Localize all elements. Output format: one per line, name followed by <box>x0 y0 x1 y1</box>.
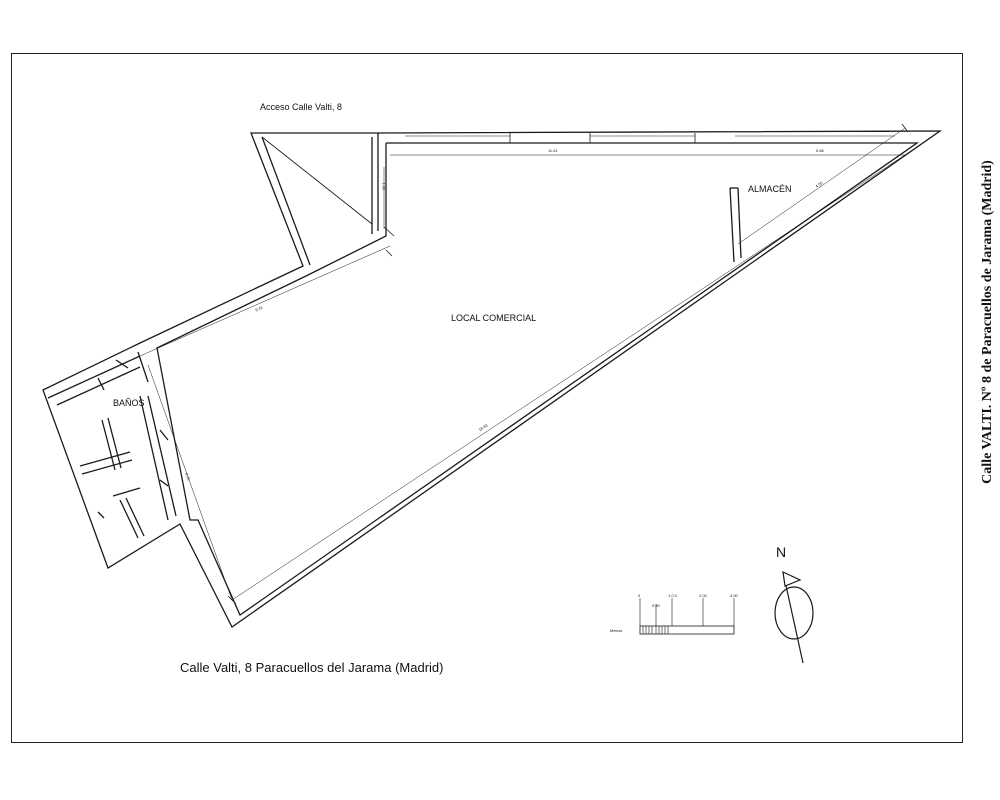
warehouse-label: ALMACÉN <box>748 184 792 194</box>
scale-tick-1: 0.50 <box>652 603 660 608</box>
dim-top-wall: 11.61 <box>548 148 558 153</box>
scale-unit: Metros <box>610 628 623 633</box>
access-wall <box>261 136 311 266</box>
dim-top-right: 5.88 <box>816 148 824 153</box>
outer-wall <box>42 130 943 628</box>
drawing-frame <box>11 53 963 743</box>
dim-access-wall: 1.90 <box>381 182 387 191</box>
scale-tick-0: 0 <box>638 593 641 598</box>
shop-label: LOCAL COMERCIAL <box>451 313 537 323</box>
scale-bar <box>639 598 735 635</box>
inner-wall <box>156 142 920 616</box>
address-caption: Calle Valti, 8 Paracuellos del Jarama (M… <box>180 660 444 675</box>
north-label: N <box>776 544 787 560</box>
scale-tick-3: 2.00 <box>699 593 707 598</box>
scale-tick-4: 3.00 <box>730 593 738 598</box>
scale-tick-2: 1.0 0 <box>668 593 677 598</box>
access-label: Acceso Calle Valti, 8 <box>260 102 342 112</box>
side-title: Calle VALTI. Nº 8 de Paracuellos de Jara… <box>980 160 995 484</box>
access-door-swing <box>261 136 373 225</box>
bathrooms-label: BAÑOS <box>113 398 145 408</box>
north-arrow-icon <box>774 570 814 664</box>
